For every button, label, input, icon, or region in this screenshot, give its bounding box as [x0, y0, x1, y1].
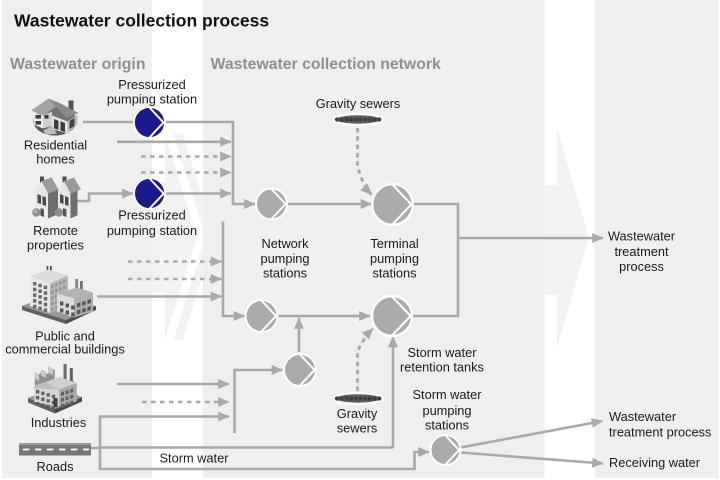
svg-text:Wastewater: Wastewater — [609, 409, 677, 424]
svg-text:Pressurized: Pressurized — [118, 208, 186, 223]
svg-text:pumping: pumping — [260, 251, 309, 266]
svg-text:pumping station: pumping station — [107, 223, 197, 238]
svg-text:stations: stations — [425, 418, 469, 433]
svg-text:Gravity sewers: Gravity sewers — [316, 96, 401, 111]
svg-text:treatment: treatment — [614, 244, 669, 259]
svg-text:treatment process: treatment process — [609, 425, 711, 440]
svg-text:pumping station: pumping station — [107, 92, 197, 107]
svg-text:Network: Network — [262, 236, 310, 251]
svg-text:stations: stations — [263, 266, 307, 281]
svg-text:homes: homes — [36, 152, 74, 167]
svg-text:stations: stations — [372, 266, 416, 281]
svg-text:sewers: sewers — [337, 421, 378, 436]
svg-text:retention tanks: retention tanks — [400, 360, 484, 375]
svg-text:Storm water: Storm water — [160, 451, 230, 466]
svg-text:Pressurized: Pressurized — [118, 77, 186, 92]
svg-text:Public and: Public and — [35, 329, 95, 344]
svg-text:properties: properties — [27, 238, 84, 253]
svg-text:Roads: Roads — [37, 459, 74, 474]
svg-text:Storm water: Storm water — [408, 345, 478, 360]
svg-text:commercial buildings: commercial buildings — [5, 342, 124, 357]
svg-text:Terminal: Terminal — [370, 236, 418, 251]
svg-text:Residential: Residential — [24, 138, 87, 153]
svg-text:Wastewater collection process: Wastewater collection process — [14, 11, 269, 31]
svg-text:Wastewater: Wastewater — [608, 229, 676, 244]
svg-text:process: process — [619, 259, 664, 274]
svg-text:Receiving water: Receiving water — [609, 455, 701, 470]
svg-text:Gravity: Gravity — [337, 406, 378, 421]
svg-text:Wastewater origin: Wastewater origin — [10, 56, 145, 73]
svg-text:Remote: Remote — [33, 223, 78, 238]
svg-text:Storm water: Storm water — [413, 387, 483, 402]
svg-text:Wastewater collection network: Wastewater collection network — [211, 56, 441, 73]
svg-text:pumping: pumping — [370, 251, 419, 266]
svg-text:Industries: Industries — [31, 415, 86, 430]
svg-text:pumping: pumping — [422, 403, 471, 418]
